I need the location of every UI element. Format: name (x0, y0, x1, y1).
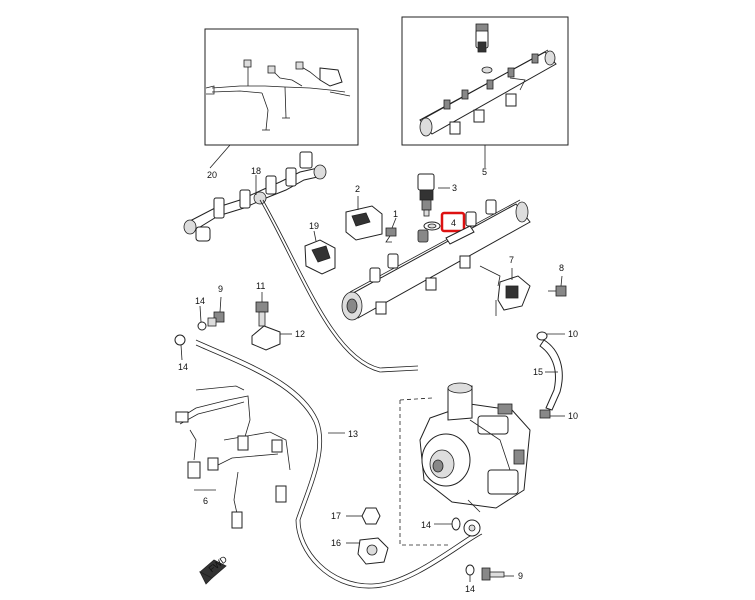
part-13-fuel-hose-lower[interactable] (195, 339, 483, 589)
callout-19[interactable]: 19 (309, 221, 319, 231)
callout-10-lower[interactable]: 10 (568, 411, 578, 421)
part-3-rail-pressure-sensor[interactable] (417, 173, 450, 217)
callout-14-bottom[interactable]: 14 (465, 584, 475, 594)
part-15-return-hose[interactable] (539, 339, 563, 411)
callout-13[interactable]: 13 (348, 429, 358, 439)
injection-pump[interactable] (399, 382, 531, 546)
callout-4[interactable]: 4 (451, 218, 456, 228)
callout-11[interactable]: 11 (256, 281, 265, 291)
part-9-bolt-lower[interactable] (481, 567, 514, 581)
part-18-leak-off-pipe[interactable] (183, 151, 327, 242)
callout-16[interactable]: 16 (331, 538, 341, 548)
part-4-highlight-box (440, 211, 466, 233)
callout-6[interactable]: 6 (203, 496, 208, 506)
callout-14-upper[interactable]: 14 (195, 296, 205, 306)
callout-9-lower[interactable]: 9 (518, 571, 523, 581)
part-17-nut[interactable] (346, 507, 381, 525)
part-12-clamp[interactable] (251, 325, 292, 351)
callout-18[interactable]: 18 (251, 166, 261, 176)
part-2-clamp[interactable] (345, 196, 383, 241)
part-14-washer-bottom[interactable] (465, 564, 475, 582)
part-6-injection-pipes[interactable] (175, 385, 291, 529)
part-1-bolt[interactable] (385, 217, 397, 243)
callout-3[interactable]: 3 (452, 183, 457, 193)
callout-5[interactable]: 5 (482, 167, 487, 177)
part-14-washer-upper[interactable] (197, 305, 207, 331)
part-4-washer[interactable] (423, 211, 466, 233)
part-8-bolt[interactable] (548, 275, 567, 297)
part-10-hose-clamp-lower[interactable] (539, 409, 565, 419)
part-16-clamp[interactable] (346, 537, 389, 565)
part-14-washer-left[interactable] (174, 334, 186, 361)
callout-2[interactable]: 2 (355, 184, 360, 194)
front-direction-marker: FWD (199, 554, 229, 585)
part-7-pressure-limiter[interactable] (495, 268, 531, 316)
inset-wiring-harness[interactable] (204, 28, 359, 169)
part-11-bolt[interactable] (255, 292, 269, 327)
callout-14-left[interactable]: 14 (178, 362, 188, 372)
part-19-bracket[interactable] (304, 230, 336, 275)
callout-1[interactable]: 1 (393, 209, 398, 219)
callout-12[interactable]: 12 (295, 329, 305, 339)
part-9-bolt-upper[interactable] (207, 296, 225, 327)
callout-20[interactable]: 20 (207, 170, 217, 180)
callout-15[interactable]: 15 (533, 367, 543, 377)
banjo-fitting[interactable] (463, 519, 481, 537)
part-10-hose-clamp-upper[interactable] (536, 331, 565, 341)
callout-8[interactable]: 8 (559, 263, 564, 273)
callout-10-upper[interactable]: 10 (568, 329, 578, 339)
fuel-rail[interactable] (341, 199, 531, 321)
callout-7[interactable]: 7 (509, 255, 514, 265)
callout-labels: 1 2 3 4 5 6 7 8 9 9 10 10 11 12 13 14 14… (178, 166, 578, 594)
part-13-fuel-hose[interactable] (259, 199, 419, 373)
inset-fuel-rail-assembly[interactable] (401, 16, 569, 168)
callout-17[interactable]: 17 (331, 511, 341, 521)
callout-9-upper[interactable]: 9 (218, 284, 223, 294)
callout-14-right[interactable]: 14 (421, 520, 431, 530)
part-14-washer-lower[interactable] (434, 517, 461, 531)
